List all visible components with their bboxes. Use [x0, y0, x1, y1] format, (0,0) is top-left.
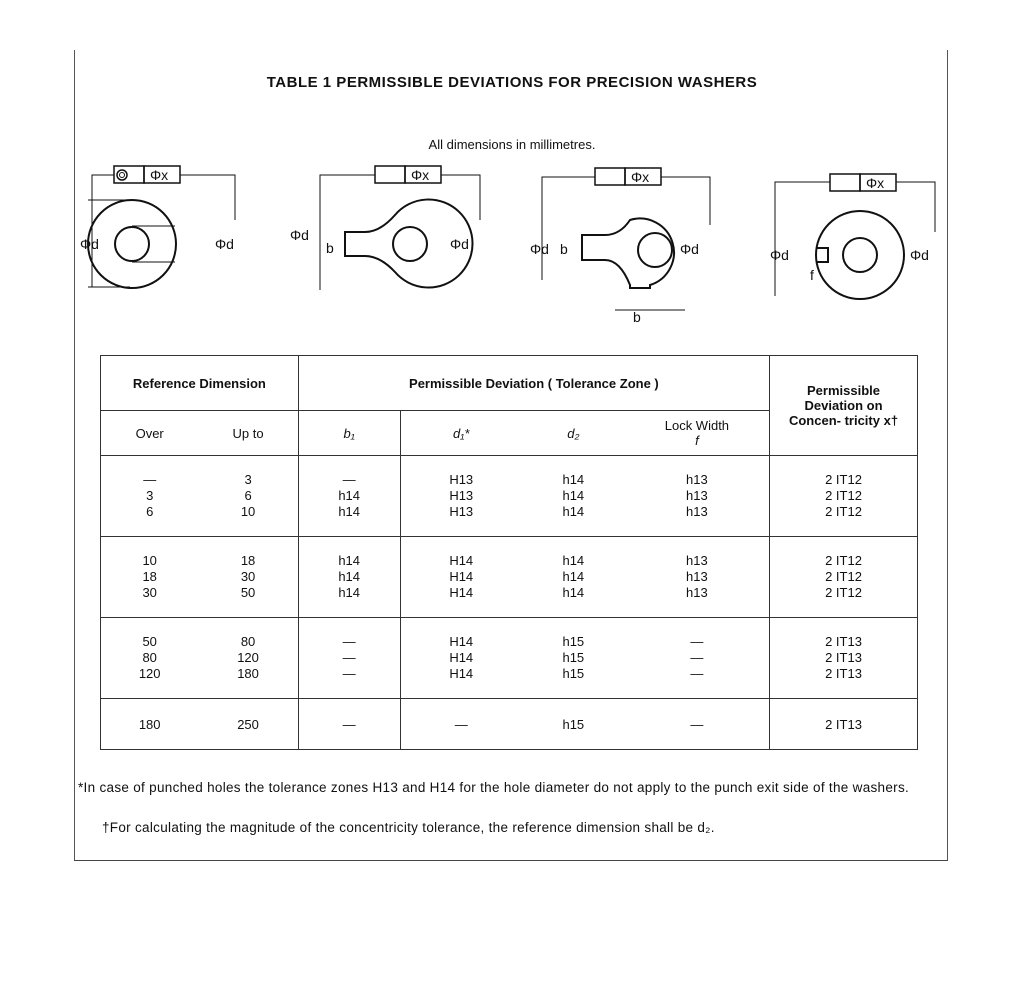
cell-upto: 80 120 180: [198, 617, 299, 699]
svg-text:Φd: Φd: [215, 236, 234, 252]
cell-b1: — h14 h14: [298, 455, 401, 537]
cell-conc: 2 IT13 2 IT13 2 IT13: [769, 617, 918, 699]
header-d1: d₁*: [400, 410, 522, 456]
svg-text:b: b: [560, 241, 568, 257]
svg-text:Φx: Φx: [866, 175, 884, 191]
footnote-punched-holes: *In case of punched holes the tolerance …: [78, 780, 910, 795]
cell-lock: h13 h13 h13: [624, 455, 771, 537]
cell-d2: h15: [521, 698, 625, 750]
svg-text:f: f: [810, 267, 814, 283]
cell-d1: —: [400, 698, 522, 750]
cell-conc: 2 IT12 2 IT12 2 IT12: [769, 536, 918, 618]
cell-conc: 2 IT13: [769, 698, 918, 750]
slot-washer-diagram: Φx Φd Φd f: [770, 173, 936, 300]
cell-lock: — — —: [624, 617, 771, 699]
cell-d1: H14 H14 H14: [400, 617, 522, 699]
cell-upto: 250: [198, 698, 299, 750]
cell-conc: 2 IT12 2 IT12 2 IT12: [769, 455, 918, 537]
cell-b1: —: [298, 698, 401, 750]
cell-upto: 18 30 50: [198, 536, 299, 618]
deviation-table: Reference Dimension Permissible Deviatio…: [100, 355, 918, 750]
header-concentricity: Permissible Deviation on Concen- tricity…: [769, 355, 918, 456]
svg-text:b: b: [326, 240, 334, 256]
header-permissible-deviation: Permissible Deviation ( Tolerance Zone ): [298, 355, 771, 411]
header-b1: b₁: [298, 410, 401, 456]
plain-washer-diagram: Φx Φd Φd: [80, 165, 236, 289]
cell-over: 180: [100, 698, 199, 750]
cell-d1: H14 H14 H14: [400, 536, 522, 618]
cell-over: 10 18 30: [100, 536, 199, 618]
tab-washer-diagram: Φx Φd b Φd: [290, 165, 481, 290]
cell-d2: h14 h14 h14: [521, 536, 625, 618]
svg-text:Φx: Φx: [631, 169, 649, 185]
svg-text:b: b: [633, 309, 641, 325]
header-reference-dimension: Reference Dimension: [100, 355, 299, 411]
svg-text:Φd: Φd: [770, 247, 789, 263]
units-note: All dimensions in millimetres.: [428, 137, 596, 152]
page-frame: [74, 50, 948, 861]
cell-lock: —: [624, 698, 771, 750]
cell-d1: H13 H13 H13: [400, 455, 522, 537]
cell-b1: — — —: [298, 617, 401, 699]
header-over: Over: [100, 410, 199, 456]
svg-text:Φx: Φx: [150, 167, 168, 183]
cell-over: — 3 6: [100, 455, 199, 537]
svg-text:Φd: Φd: [290, 227, 309, 243]
cell-d2: h15 h15 h15: [521, 617, 625, 699]
svg-text:Φd: Φd: [450, 236, 469, 252]
cell-lock: h13 h13 h13: [624, 536, 771, 618]
cell-b1: h14 h14 h14: [298, 536, 401, 618]
svg-text:Φx: Φx: [411, 167, 429, 183]
svg-text:Φd: Φd: [680, 241, 699, 257]
cell-upto: 3 6 10: [198, 455, 299, 537]
header-up-to: Up to: [198, 410, 299, 456]
svg-text:Φd: Φd: [530, 241, 549, 257]
cell-d2: h14 h14 h14: [521, 455, 625, 537]
footnote-concentricity: †For calculating the magnitude of the co…: [102, 820, 715, 835]
svg-text:Φd: Φd: [910, 247, 929, 263]
header-d2: d₂: [521, 410, 625, 456]
table-title: TABLE 1 PERMISSIBLE DEVIATIONS FOR PRECI…: [266, 74, 758, 91]
cell-over: 50 80 120: [100, 617, 199, 699]
svg-text:Φd: Φd: [80, 236, 99, 252]
